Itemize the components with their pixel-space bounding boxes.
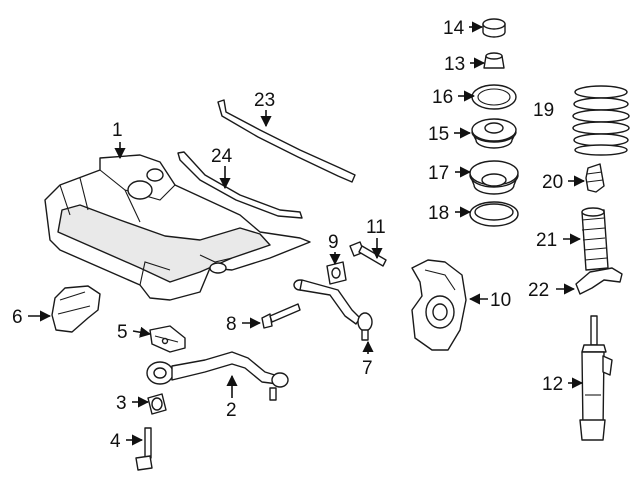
bushing-3-part xyxy=(147,393,167,415)
callout-13: 13 xyxy=(444,54,465,75)
bolt-8-part xyxy=(261,303,301,329)
plate-16-part xyxy=(471,84,517,110)
leader-lines xyxy=(28,21,586,446)
subframe-part xyxy=(44,154,311,301)
callout-6: 6 xyxy=(12,307,23,328)
callout-24: 24 xyxy=(211,146,233,167)
callout-11: 11 xyxy=(366,217,386,238)
callout-20: 20 xyxy=(542,172,563,193)
callout-21: 21 xyxy=(536,230,557,251)
mount-5-part xyxy=(149,325,186,353)
callout-labels: 1 2 3 4 5 6 7 8 9 10 11 12 13 14 15 16 1… xyxy=(12,18,563,452)
spring-pad-22-part xyxy=(575,267,623,295)
callout-1: 1 xyxy=(112,120,123,141)
cap-14-part xyxy=(482,18,506,38)
nut-13-part xyxy=(483,52,505,69)
knuckle-10-part xyxy=(411,259,467,351)
bolt-4-part xyxy=(135,427,153,471)
bracket-6-part xyxy=(51,285,101,333)
callout-10: 10 xyxy=(490,290,511,311)
callout-22: 22 xyxy=(528,280,549,301)
callout-17: 17 xyxy=(428,163,449,184)
callout-19: 19 xyxy=(533,100,554,121)
callout-14: 14 xyxy=(443,18,465,39)
strut-12-part xyxy=(579,315,613,441)
callout-15: 15 xyxy=(428,124,449,145)
bolt-11-part xyxy=(349,241,387,267)
callout-23: 23 xyxy=(254,90,275,111)
callout-3: 3 xyxy=(116,393,127,414)
bushing-9-part xyxy=(326,261,347,285)
callout-2: 2 xyxy=(226,400,237,421)
control-arm-2-part xyxy=(146,351,289,401)
callout-18: 18 xyxy=(428,203,449,224)
thrust-arm-7-part xyxy=(293,279,373,341)
strut-mount-15-part xyxy=(471,118,517,149)
callout-5: 5 xyxy=(117,322,128,343)
callout-9: 9 xyxy=(328,232,339,253)
callout-16: 16 xyxy=(432,87,453,108)
ring-18-part xyxy=(469,201,519,227)
spring-19-part xyxy=(572,85,630,156)
dust-boot-21-part xyxy=(581,207,609,271)
callout-8: 8 xyxy=(226,314,237,335)
callout-7: 7 xyxy=(362,358,373,379)
brace-24-part xyxy=(177,151,303,219)
bump-stop-20-part xyxy=(585,163,605,193)
callout-4: 4 xyxy=(110,431,121,452)
spring-seat-17-part xyxy=(469,160,519,195)
callout-12: 12 xyxy=(542,374,563,395)
brace-23-part xyxy=(217,99,356,183)
